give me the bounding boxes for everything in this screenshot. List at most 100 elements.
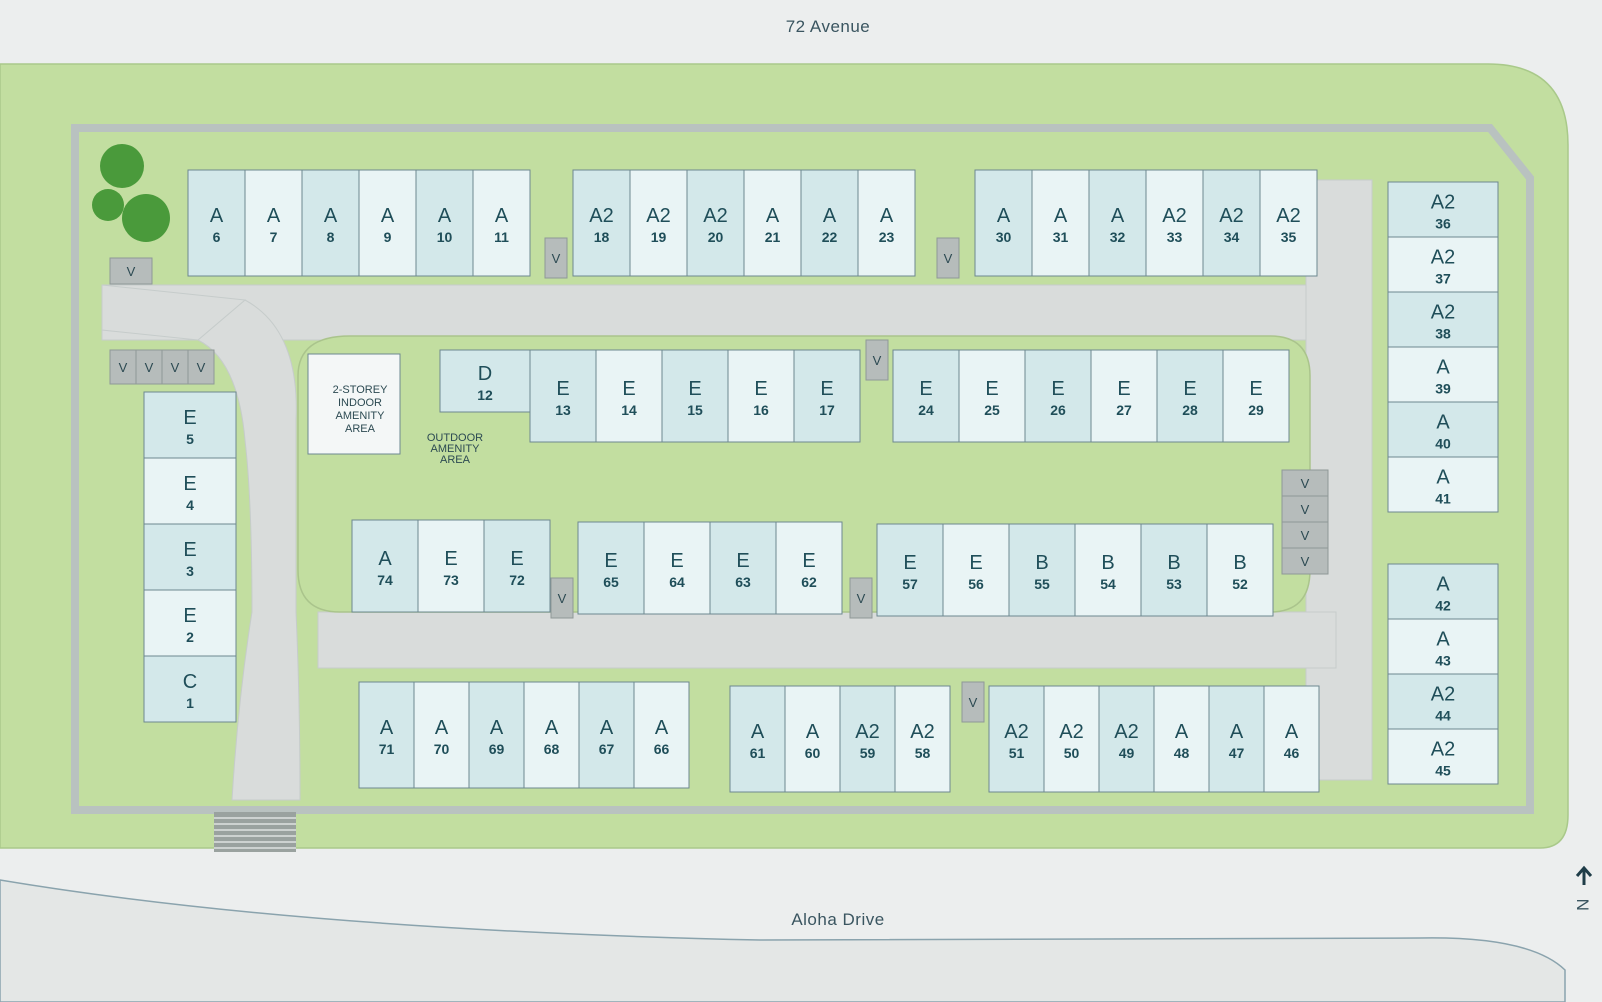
unit-footprint[interactable] bbox=[1098, 685, 1155, 793]
unit-57[interactable]: E57 bbox=[876, 523, 944, 617]
unit-footprint[interactable] bbox=[415, 169, 474, 277]
unit-footprint[interactable] bbox=[1387, 291, 1499, 348]
unit-footprint[interactable] bbox=[974, 169, 1033, 277]
unit-footprint[interactable] bbox=[661, 349, 729, 443]
unit-5[interactable]: E5 bbox=[143, 391, 237, 459]
unit-23[interactable]: A23 bbox=[857, 169, 916, 277]
unit-61[interactable]: A61 bbox=[729, 685, 786, 793]
unit-footprint[interactable] bbox=[468, 681, 525, 789]
unit-70[interactable]: A70 bbox=[413, 681, 470, 789]
unit-footprint[interactable] bbox=[187, 169, 246, 277]
unit-69[interactable]: A69 bbox=[468, 681, 525, 789]
unit-1[interactable]: C1 bbox=[143, 655, 237, 723]
unit-footprint[interactable] bbox=[1263, 685, 1320, 793]
unit-footprint[interactable] bbox=[1222, 349, 1290, 443]
unit-68[interactable]: A68 bbox=[523, 681, 580, 789]
unit-footprint[interactable] bbox=[577, 521, 645, 615]
unit-footprint[interactable] bbox=[1387, 673, 1499, 730]
unit-29[interactable]: E29 bbox=[1222, 349, 1290, 443]
unit-footprint[interactable] bbox=[839, 685, 896, 793]
unit-54[interactable]: B54 bbox=[1074, 523, 1142, 617]
unit-63[interactable]: E63 bbox=[709, 521, 777, 615]
unit-42[interactable]: A42 bbox=[1387, 563, 1499, 620]
unit-footprint[interactable] bbox=[244, 169, 303, 277]
unit-footprint[interactable] bbox=[1140, 523, 1208, 617]
unit-10[interactable]: A10 bbox=[415, 169, 474, 277]
unit-30[interactable]: A30 bbox=[974, 169, 1033, 277]
unit-22[interactable]: A22 bbox=[800, 169, 859, 277]
unit-footprint[interactable] bbox=[892, 349, 960, 443]
unit-53[interactable]: B53 bbox=[1140, 523, 1208, 617]
unit-24[interactable]: E24 bbox=[892, 349, 960, 443]
unit-footprint[interactable] bbox=[143, 589, 237, 657]
unit-62[interactable]: E62 bbox=[775, 521, 843, 615]
unit-footprint[interactable] bbox=[894, 685, 951, 793]
unit-39[interactable]: A39 bbox=[1387, 346, 1499, 403]
unit-footprint[interactable] bbox=[1008, 523, 1076, 617]
unit-41[interactable]: A41 bbox=[1387, 456, 1499, 513]
unit-73[interactable]: E73 bbox=[417, 519, 485, 613]
unit-4[interactable]: E4 bbox=[143, 457, 237, 525]
unit-71[interactable]: A71 bbox=[358, 681, 415, 789]
unit-footprint[interactable] bbox=[633, 681, 690, 789]
unit-footprint[interactable] bbox=[143, 655, 237, 723]
unit-43[interactable]: A43 bbox=[1387, 618, 1499, 675]
unit-55[interactable]: B55 bbox=[1008, 523, 1076, 617]
unit-7[interactable]: A7 bbox=[244, 169, 303, 277]
unit-footprint[interactable] bbox=[578, 681, 635, 789]
unit-footprint[interactable] bbox=[686, 169, 745, 277]
unit-56[interactable]: E56 bbox=[942, 523, 1010, 617]
unit-footprint[interactable] bbox=[1387, 181, 1499, 238]
unit-footprint[interactable] bbox=[1156, 349, 1224, 443]
unit-footprint[interactable] bbox=[472, 169, 531, 277]
unit-13[interactable]: E13 bbox=[529, 349, 597, 443]
unit-footprint[interactable] bbox=[1024, 349, 1092, 443]
unit-15[interactable]: E15 bbox=[661, 349, 729, 443]
unit-footprint[interactable] bbox=[1208, 685, 1265, 793]
unit-footprint[interactable] bbox=[727, 349, 795, 443]
unit-17[interactable]: E17 bbox=[793, 349, 861, 443]
unit-footprint[interactable] bbox=[572, 169, 631, 277]
unit-21[interactable]: A21 bbox=[743, 169, 802, 277]
unit-footprint[interactable] bbox=[857, 169, 916, 277]
unit-footprint[interactable] bbox=[358, 681, 415, 789]
unit-footprint[interactable] bbox=[1206, 523, 1274, 617]
unit-footprint[interactable] bbox=[1074, 523, 1142, 617]
unit-footprint[interactable] bbox=[439, 349, 531, 413]
unit-footprint[interactable] bbox=[595, 349, 663, 443]
unit-footprint[interactable] bbox=[143, 391, 237, 459]
unit-25[interactable]: E25 bbox=[958, 349, 1026, 443]
unit-footprint[interactable] bbox=[729, 685, 786, 793]
unit-6[interactable]: A6 bbox=[187, 169, 246, 277]
unit-26[interactable]: E26 bbox=[1024, 349, 1092, 443]
unit-footprint[interactable] bbox=[800, 169, 859, 277]
unit-12[interactable]: D12 bbox=[439, 349, 531, 413]
unit-footprint[interactable] bbox=[1387, 456, 1499, 513]
unit-11[interactable]: A11 bbox=[472, 169, 531, 277]
unit-footprint[interactable] bbox=[775, 521, 843, 615]
unit-footprint[interactable] bbox=[1202, 169, 1261, 277]
unit-footprint[interactable] bbox=[876, 523, 944, 617]
unit-32[interactable]: A32 bbox=[1088, 169, 1147, 277]
unit-footprint[interactable] bbox=[483, 519, 551, 613]
unit-footprint[interactable] bbox=[793, 349, 861, 443]
unit-footprint[interactable] bbox=[358, 169, 417, 277]
unit-footprint[interactable] bbox=[1259, 169, 1318, 277]
unit-2[interactable]: E2 bbox=[143, 589, 237, 657]
unit-9[interactable]: A9 bbox=[358, 169, 417, 277]
unit-3[interactable]: E3 bbox=[143, 523, 237, 591]
unit-28[interactable]: E28 bbox=[1156, 349, 1224, 443]
unit-footprint[interactable] bbox=[1387, 563, 1499, 620]
unit-footprint[interactable] bbox=[1387, 401, 1499, 458]
